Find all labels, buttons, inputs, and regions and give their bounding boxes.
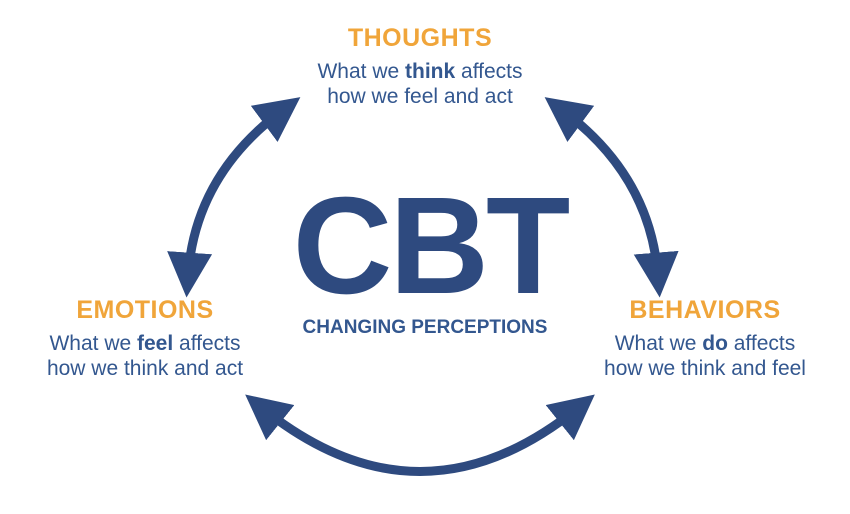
behaviors-description: What we do affects how we think and feel	[560, 331, 850, 381]
thoughts-desc-line2: how we feel and act	[327, 85, 513, 108]
behaviors-title: BEHAVIORS	[629, 296, 781, 324]
emotions-description: What we feel affects how we think and ac…	[0, 331, 290, 381]
thoughts-title: THOUGHTS	[347, 24, 493, 52]
behaviors-desc-line2: how we think and feel	[604, 357, 806, 380]
emotions-desc-line1: What we feel affects	[49, 332, 241, 355]
arrow-thoughts-emotions	[167, 97, 301, 298]
emotions-node: EMOTIONS What we feel affects how we thi…	[0, 295, 290, 381]
center-title: CBT	[292, 169, 571, 323]
center-subtitle: CHANGING PERCEPTIONS	[302, 317, 548, 338]
emotions-title: EMOTIONS	[76, 296, 214, 324]
thoughts-description: What we think affects how we feel and ac…	[240, 59, 600, 109]
thoughts-desc-line1: What we think affects	[317, 60, 523, 83]
thoughts-node: THOUGHTS What we think affects how we fe…	[240, 23, 600, 109]
emotions-desc-line2: how we think and act	[46, 357, 244, 380]
arrow-emotions-behaviors	[245, 394, 595, 476]
behaviors-node: BEHAVIORS What we do affects how we thin…	[560, 295, 850, 381]
behaviors-desc-line1: What we do affects	[614, 332, 796, 355]
arrow-thoughts-behaviors	[544, 97, 679, 298]
